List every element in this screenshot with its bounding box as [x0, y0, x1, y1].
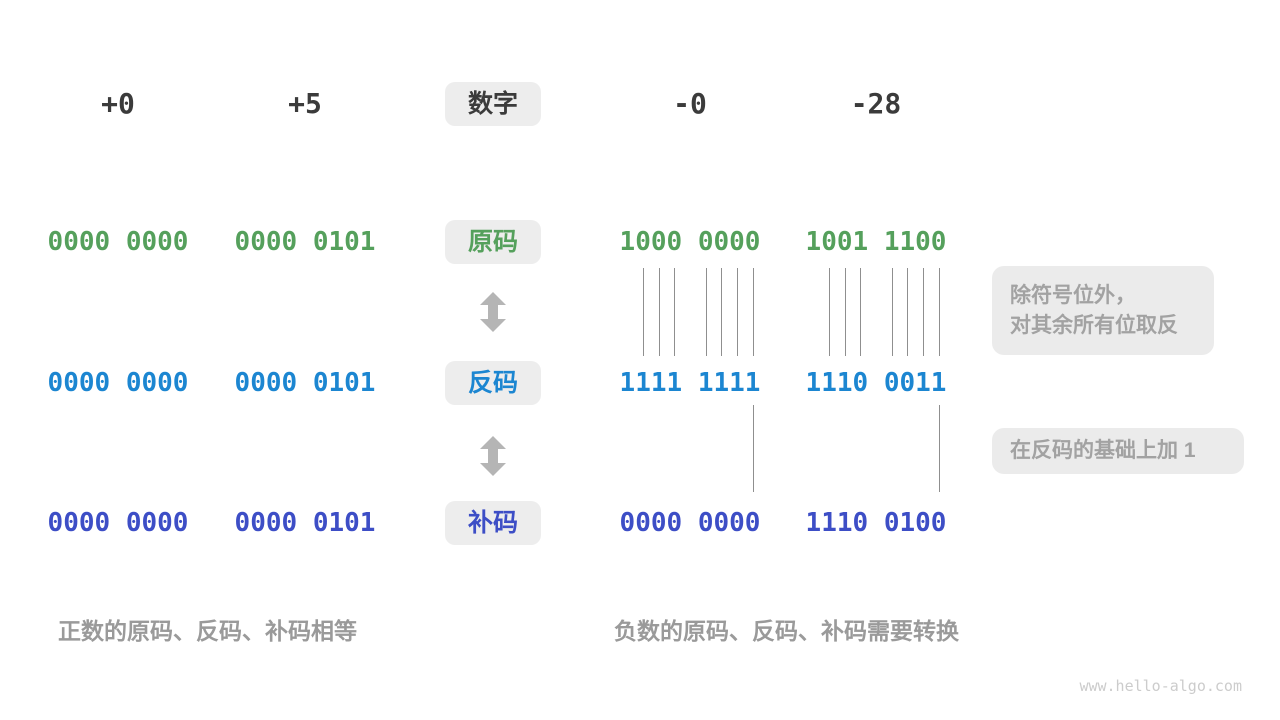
- invert-note-line1: 除符号位外，: [1010, 284, 1136, 307]
- invert-line: [844, 268, 846, 356]
- header-plus-zero: +0: [101, 87, 135, 120]
- binary-value: 0000 0000: [47, 368, 189, 398]
- positive-caption: 正数的原码、反码、补码相等: [58, 618, 357, 644]
- invert-line: [658, 268, 660, 356]
- add-one-note: 在反码的基础上加 1: [992, 428, 1244, 474]
- invert-line: [907, 268, 909, 356]
- binary-value: 1110 0100: [805, 508, 947, 538]
- ones-complement-badge: 反码: [445, 361, 541, 405]
- header-plus-five: +5: [288, 87, 322, 120]
- binary-value: 0000 0101: [234, 368, 376, 398]
- invert-line: [721, 268, 723, 356]
- invert-note: 除符号位外， 对其余所有位取反: [992, 266, 1214, 355]
- binary-value: 0000 0101: [234, 227, 376, 257]
- add-one-line: [752, 405, 754, 492]
- updown-arrow-icon: [480, 436, 506, 476]
- invert-line: [860, 268, 862, 356]
- header-minus-zero: -0: [673, 87, 707, 120]
- invert-line: [674, 268, 676, 356]
- negative-caption: 负数的原码、反码、补码需要转换: [614, 618, 959, 644]
- invert-line: [938, 268, 940, 356]
- sign-magnitude-badge: 原码: [445, 220, 541, 264]
- updown-arrow-icon: [480, 292, 506, 332]
- invert-line: [891, 268, 893, 356]
- invert-line: [705, 268, 707, 356]
- binary-value: 0000 0000: [619, 508, 761, 538]
- binary-value: 0000 0000: [47, 508, 189, 538]
- twos-complement-badge: 补码: [445, 501, 541, 545]
- binary-value: 1110 0011: [805, 368, 947, 398]
- binary-value: 0000 0101: [234, 508, 376, 538]
- invert-line: [752, 268, 754, 356]
- watermark: www.hello-algo.com: [1079, 677, 1242, 695]
- binary-value: 1111 1111: [619, 368, 761, 398]
- invert-line: [923, 268, 924, 356]
- binary-value: 1000 0000: [619, 227, 761, 257]
- invert-line: [643, 268, 645, 356]
- binary-value: 0000 0000: [47, 227, 189, 257]
- add-one-line: [938, 405, 940, 492]
- invert-line: [829, 268, 831, 356]
- number-badge: 数字: [445, 82, 541, 126]
- binary-value: 1001 1100: [805, 227, 947, 257]
- invert-note-line2: 对其余所有位取反: [1010, 314, 1178, 337]
- header-minus-28: -28: [850, 87, 902, 120]
- invert-line: [737, 268, 738, 356]
